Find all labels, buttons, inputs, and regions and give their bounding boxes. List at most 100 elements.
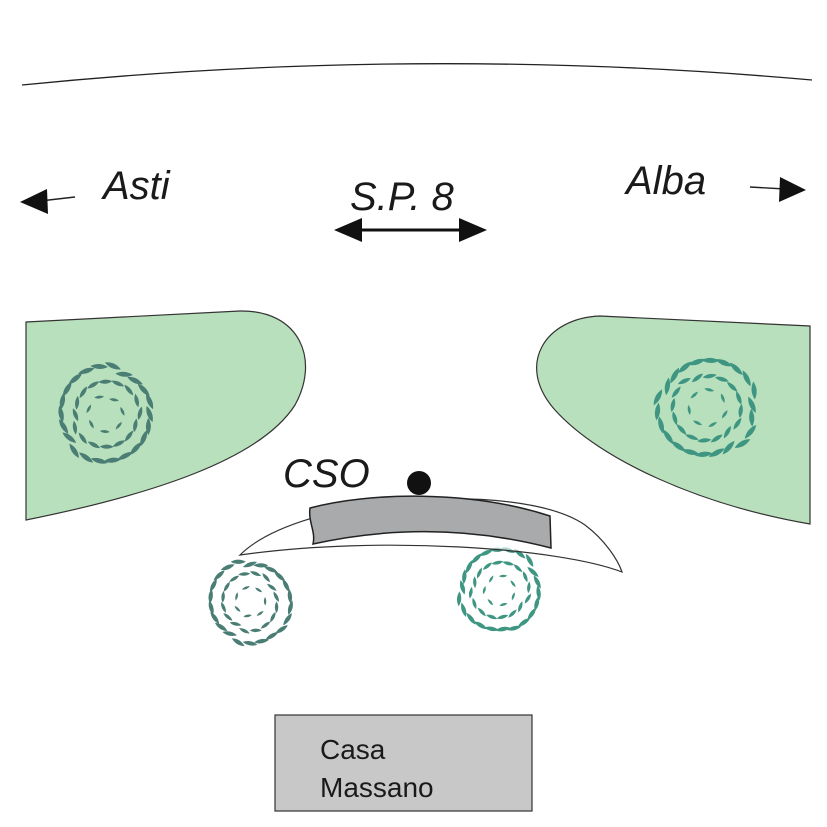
leaf: [663, 429, 674, 445]
leaf: [256, 610, 264, 616]
leaf: [738, 403, 743, 419]
leaf: [72, 408, 79, 422]
leaf: [692, 420, 703, 426]
leaf: [275, 625, 288, 634]
leaf: [691, 373, 704, 383]
leaf: [90, 364, 108, 369]
leaf: [468, 586, 473, 599]
leaf: [676, 424, 687, 435]
leaf: [266, 583, 277, 591]
leaf: [456, 591, 462, 607]
leaf: [496, 614, 509, 620]
leaf: [109, 398, 119, 402]
leaf: [243, 614, 252, 618]
leaf: [124, 384, 134, 396]
leaf: [79, 386, 88, 399]
leaf: [242, 640, 258, 646]
leaf: [221, 590, 225, 603]
leaf: [90, 457, 108, 464]
leaf: [274, 571, 286, 582]
arrow-right-icon: [749, 177, 806, 202]
leaf: [87, 441, 101, 449]
leaf: [487, 598, 494, 606]
leaf: [734, 439, 751, 448]
leaf: [260, 621, 271, 629]
leaf: [486, 614, 498, 620]
leaf: [511, 592, 515, 601]
leaf: [681, 449, 700, 456]
road-name-label: S.P. 8: [350, 175, 455, 219]
leaf: [99, 430, 110, 433]
leaf: [255, 587, 263, 593]
leaf: [670, 441, 686, 452]
leaf: [112, 440, 126, 447]
leaf: [471, 553, 482, 564]
leaf: [273, 591, 279, 603]
leaf: [98, 379, 113, 384]
leaf: [525, 553, 534, 567]
leaf: [231, 638, 245, 647]
leaf: [670, 398, 676, 413]
tree-icon: [653, 357, 757, 457]
leaf: [527, 567, 539, 577]
leaf: [120, 406, 125, 416]
leaf: [263, 566, 278, 573]
leaf: [208, 588, 213, 604]
leaf: [701, 357, 720, 363]
leaf: [720, 393, 725, 403]
cso-label: CSO: [283, 452, 370, 496]
leaf: [104, 362, 121, 370]
leaf: [89, 419, 94, 429]
leaf: [722, 440, 735, 455]
leaf: [697, 438, 712, 443]
cso-channel: [308, 495, 552, 549]
double-arrow-icon: [334, 218, 487, 242]
leaf: [462, 569, 467, 585]
leaf: [513, 564, 523, 573]
leaf: [749, 408, 755, 427]
leaf: [690, 391, 699, 399]
leaf: [536, 585, 541, 601]
leaf: [721, 410, 728, 419]
leaf: [282, 578, 290, 593]
leaf: [134, 393, 139, 408]
leaf: [127, 376, 143, 385]
leaf: [58, 405, 64, 423]
leaf: [62, 432, 77, 443]
leaf: [488, 575, 494, 583]
leaf: [263, 596, 267, 606]
leaf: [94, 395, 105, 399]
leaf: [62, 381, 72, 397]
leaf: [479, 549, 494, 556]
leaf: [710, 434, 723, 443]
leaf: [235, 592, 238, 601]
tree-icon: [58, 362, 154, 464]
leaf: [671, 386, 681, 398]
leaf: [229, 575, 240, 582]
leaf: [137, 406, 143, 420]
road-edge: [21, 63, 813, 86]
leaf: [672, 411, 678, 426]
leaf: [506, 625, 522, 631]
leaf: [69, 443, 80, 458]
leaf: [140, 430, 148, 447]
leaf: [221, 601, 226, 613]
leaf: [78, 367, 95, 374]
leaf: [670, 367, 680, 384]
leaf: [145, 417, 151, 436]
leaf: [234, 605, 241, 612]
leaf: [476, 567, 482, 579]
leaf: [708, 448, 725, 457]
leaf: [733, 417, 742, 430]
leaf: [137, 383, 150, 397]
leaf: [270, 611, 276, 623]
leaf: [287, 600, 293, 616]
leaf: [473, 576, 477, 589]
leaf: [677, 378, 691, 385]
cso-point-icon: [407, 471, 431, 495]
tree-icon: [208, 559, 293, 647]
leaf: [527, 607, 537, 620]
leaf: [742, 370, 751, 387]
leaf: [283, 613, 292, 626]
